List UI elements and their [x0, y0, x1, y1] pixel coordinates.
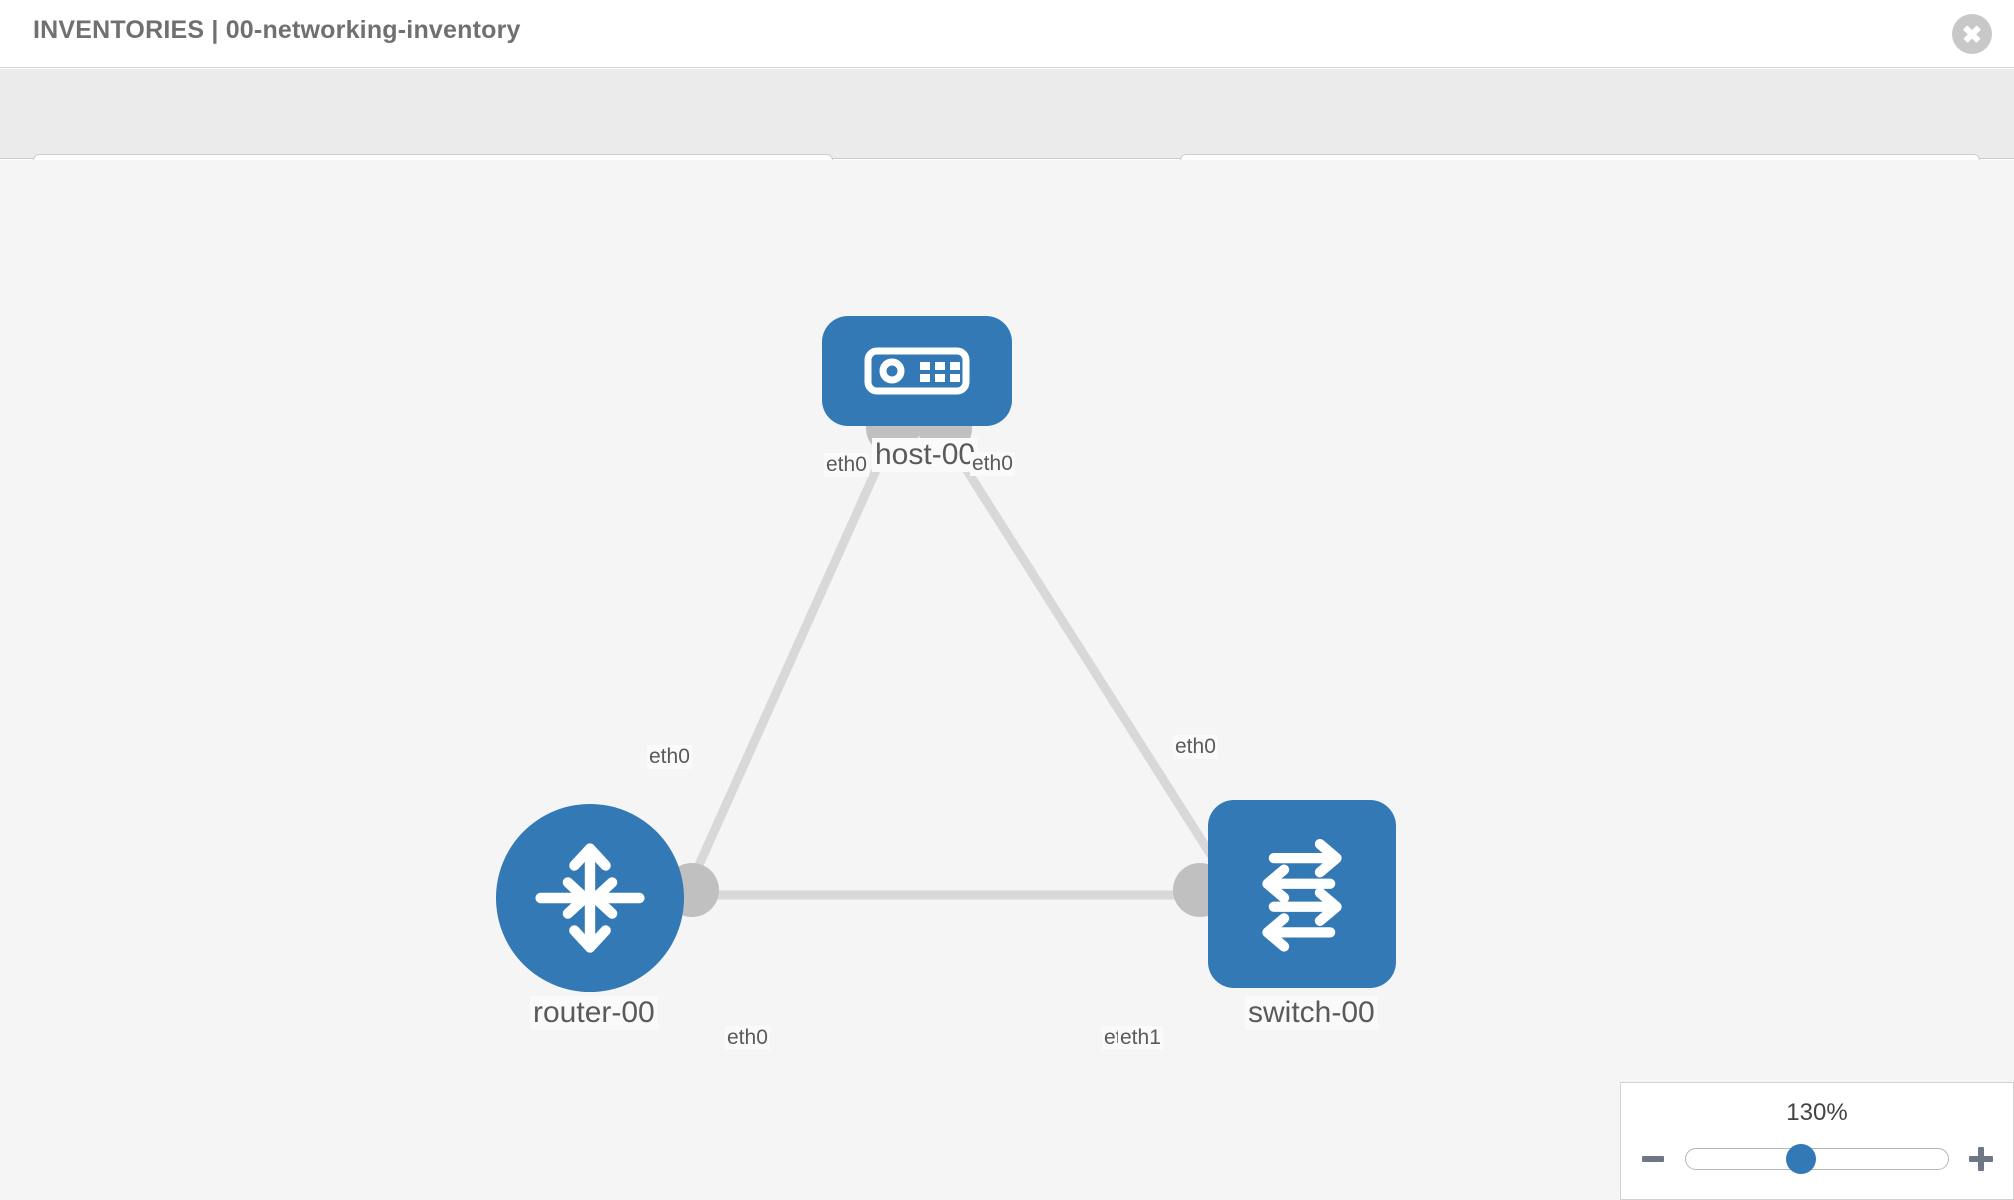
- zoom-slider-row: [1621, 1139, 2013, 1179]
- interface-label-router-right: eth0: [725, 1026, 770, 1050]
- topology-node-label-host: host-00: [872, 438, 979, 472]
- topology-edges: [685, 425, 1234, 900]
- zoom-percent-label: 130%: [1786, 1099, 1848, 1126]
- server-icon: [864, 347, 970, 395]
- page-title: INVENTORIES | 00-networking-inventory: [33, 16, 521, 44]
- zoom-in-button[interactable]: [1967, 1145, 1995, 1173]
- zoom-out-button[interactable]: [1639, 1145, 1667, 1173]
- app-header: INVENTORIES | 00-networking-inventory: [0, 0, 2014, 68]
- router-arrows-icon: [535, 843, 645, 953]
- zoom-control-panel: 130%: [1620, 1082, 2014, 1200]
- zoom-slider-thumb[interactable]: [1786, 1144, 1817, 1174]
- toolbar: ACTIONS SEARCH: [0, 69, 2014, 212]
- edge-host-switch: [936, 425, 1234, 888]
- topology-graph: [665, 401, 1259, 917]
- interface-label-switch-up: eth0: [1173, 735, 1218, 759]
- topology-canvas[interactable]: host-00 router-00 switch-00 eth0 eth0 et…: [0, 160, 2014, 1200]
- topology-node-router-00[interactable]: [496, 804, 684, 992]
- edge-router-host: [685, 426, 900, 887]
- zoom-slider-track[interactable]: [1685, 1144, 1949, 1174]
- close-icon[interactable]: [1952, 14, 1992, 54]
- topology-node-label-switch: switch-00: [1245, 996, 1378, 1030]
- topology-node-label-router: router-00: [530, 996, 658, 1030]
- topology-node-host-00[interactable]: [822, 316, 1012, 426]
- topology-interface-dots: [665, 401, 1259, 917]
- switch-arrows-icon: [1262, 838, 1342, 952]
- topology-node-switch-00[interactable]: [1208, 800, 1396, 988]
- interface-label-host-right: eth0: [970, 452, 1015, 476]
- interface-label-host-left: eth0: [824, 453, 869, 477]
- interface-label-router-up: eth0: [647, 745, 692, 769]
- interface-label-switch-left-b: eth1: [1118, 1026, 1163, 1050]
